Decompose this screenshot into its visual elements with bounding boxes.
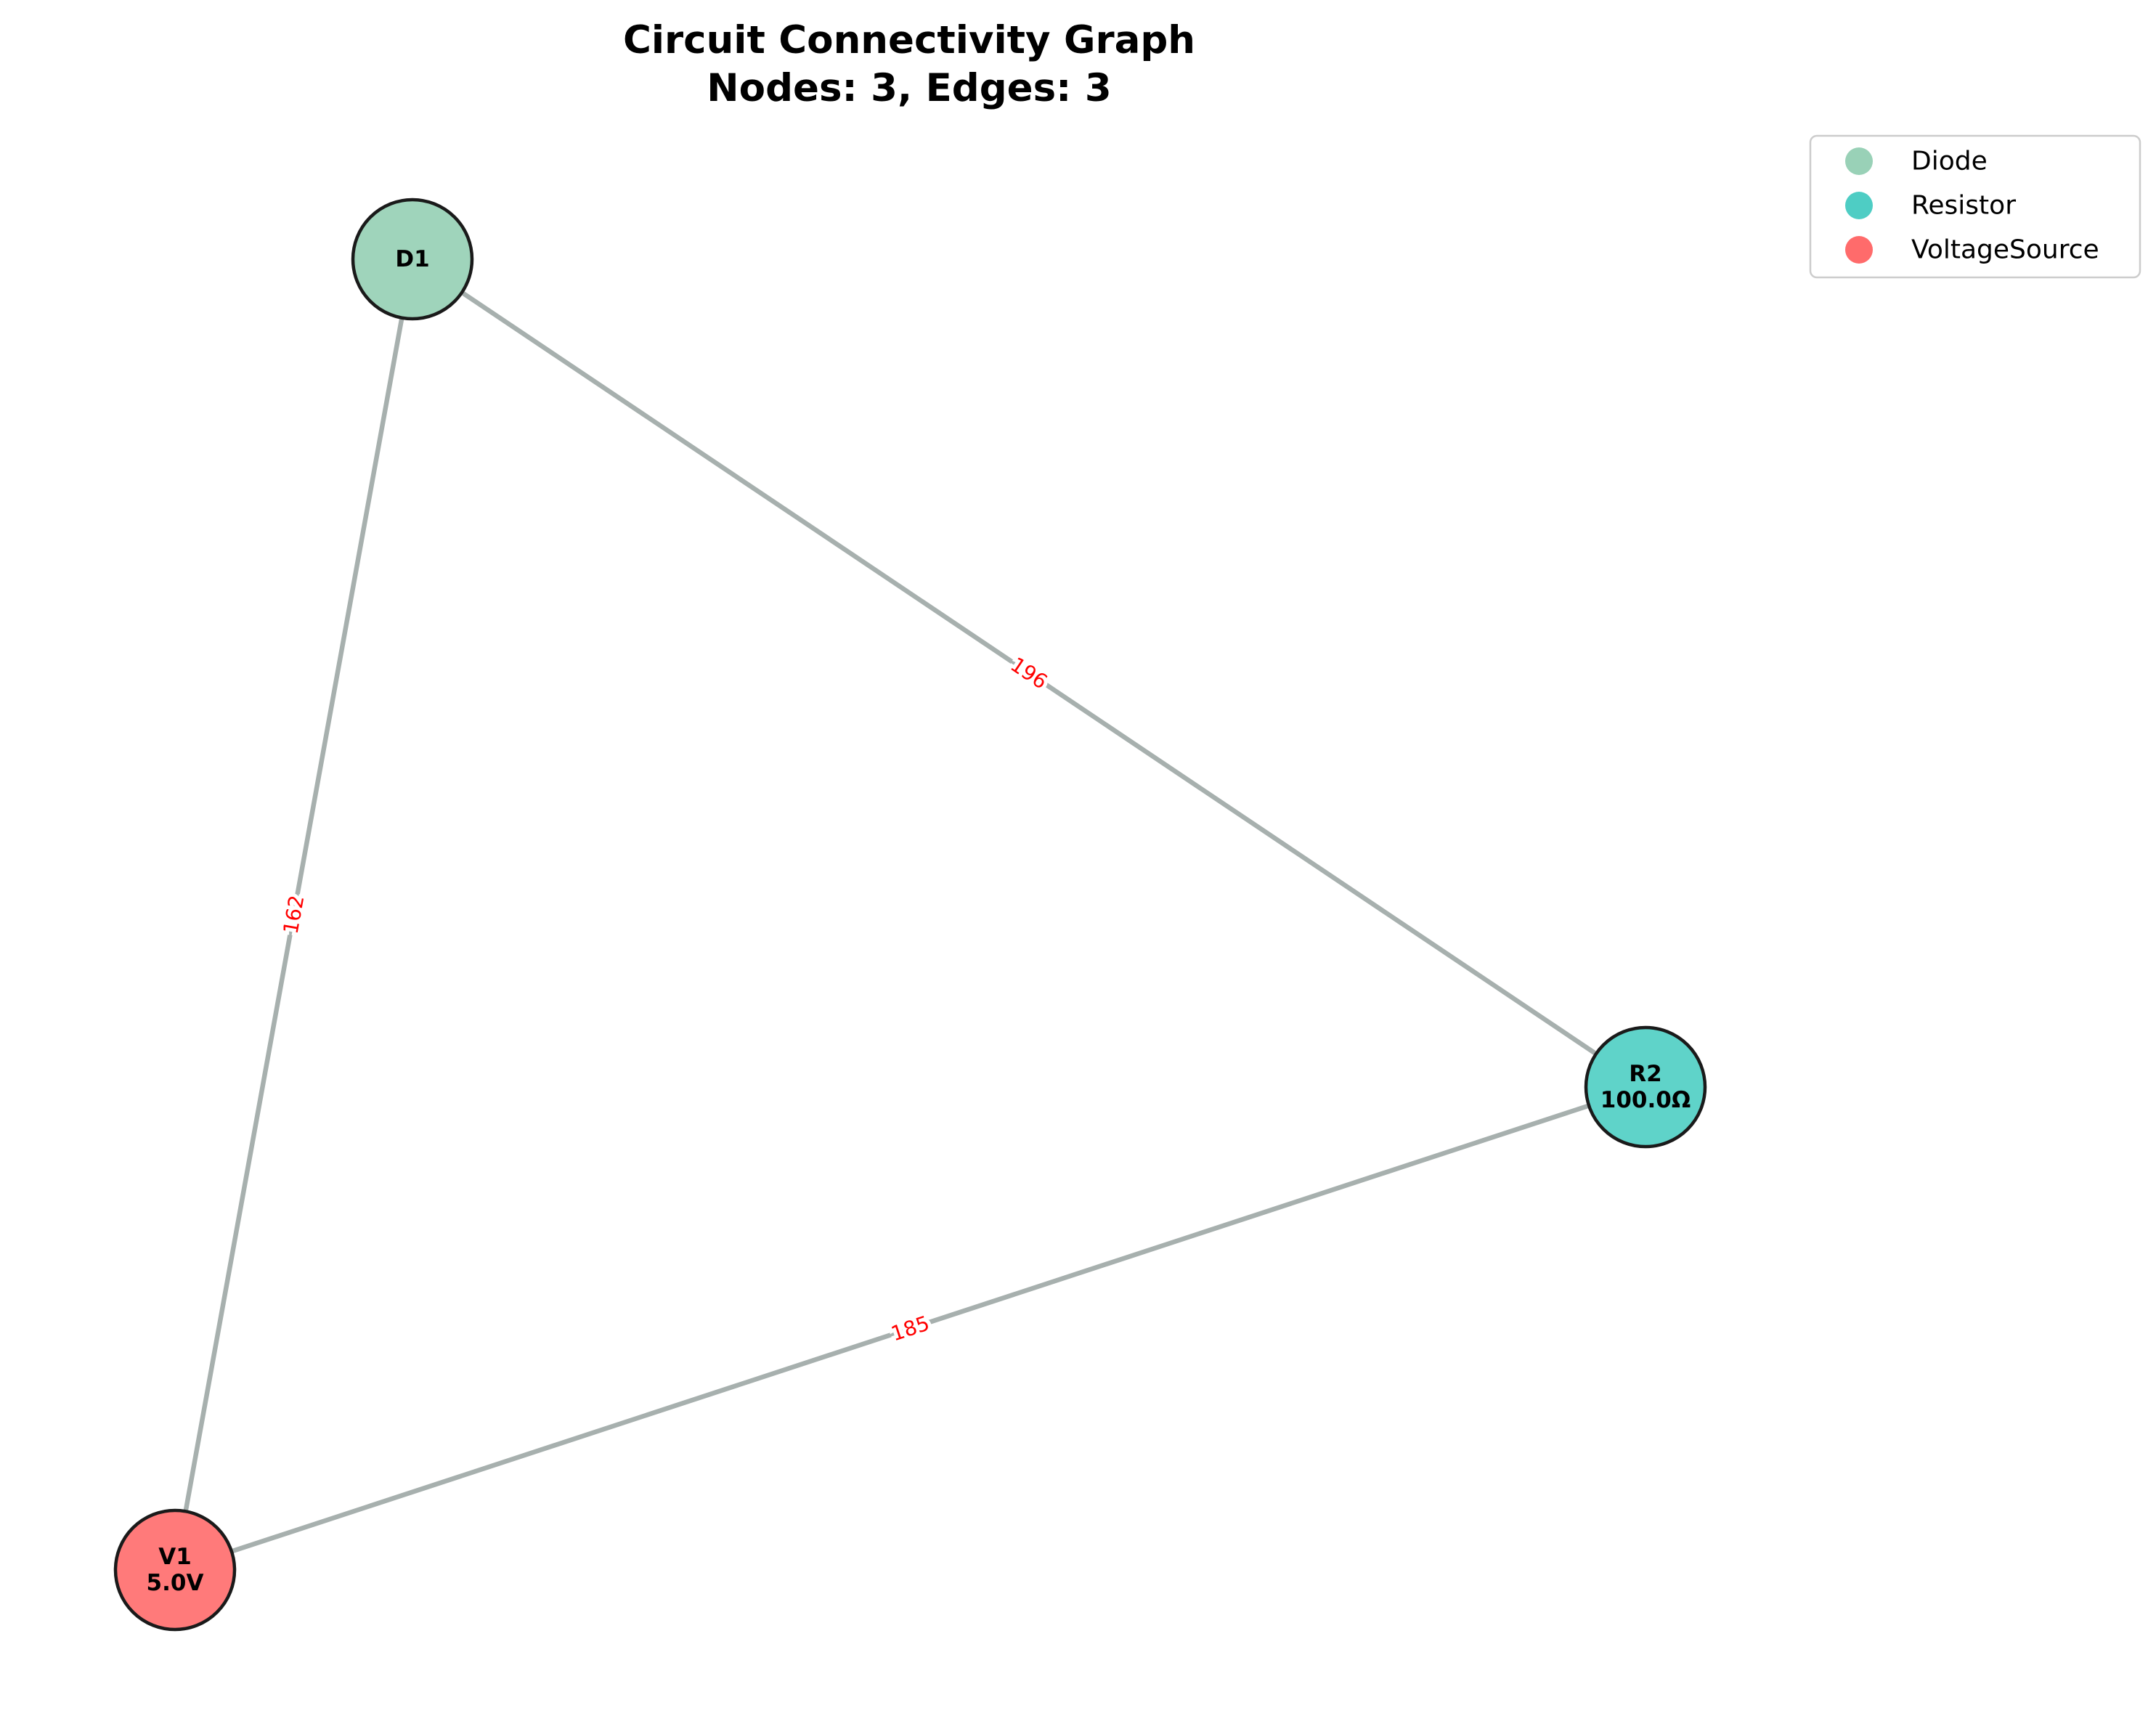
edge-d1-r2 bbox=[410, 256, 1648, 1090]
legend-label: VoltageSource bbox=[1911, 235, 2099, 265]
legend-frame bbox=[1809, 134, 2141, 279]
legend-label: Diode bbox=[1911, 147, 1988, 176]
graph-subtitle: Nodes: 3, Edges: 3 bbox=[707, 66, 1111, 110]
node-label-id: D1 bbox=[395, 246, 429, 272]
legend-item: Diode bbox=[1845, 147, 1988, 176]
node-label-id: R2 bbox=[1629, 1061, 1661, 1087]
legend-marker-icon bbox=[1845, 192, 1873, 219]
node-circle[interactable] bbox=[113, 1508, 237, 1632]
node-d1[interactable]: D1 bbox=[351, 198, 474, 321]
node-v1[interactable]: V15.0V bbox=[113, 1508, 237, 1632]
node-label-id: V1 bbox=[158, 1544, 192, 1570]
node-label-value: 5.0V bbox=[147, 1570, 204, 1596]
edge-v1-r2 bbox=[172, 1084, 1648, 1573]
legend-item: VoltageSource bbox=[1845, 235, 2099, 265]
legend-item: Resistor bbox=[1845, 191, 2016, 221]
legend-marker-icon bbox=[1845, 147, 1873, 175]
legend-marker-icon bbox=[1845, 236, 1873, 264]
graph-title: Circuit Connectivity Graph bbox=[623, 18, 1195, 62]
node-circle[interactable] bbox=[351, 198, 474, 321]
legend-label: Resistor bbox=[1911, 191, 2016, 221]
node-circle[interactable] bbox=[1584, 1025, 1707, 1149]
node-label-value: 100.0Ω bbox=[1600, 1087, 1691, 1113]
edge-d1-v1 bbox=[172, 256, 415, 1573]
